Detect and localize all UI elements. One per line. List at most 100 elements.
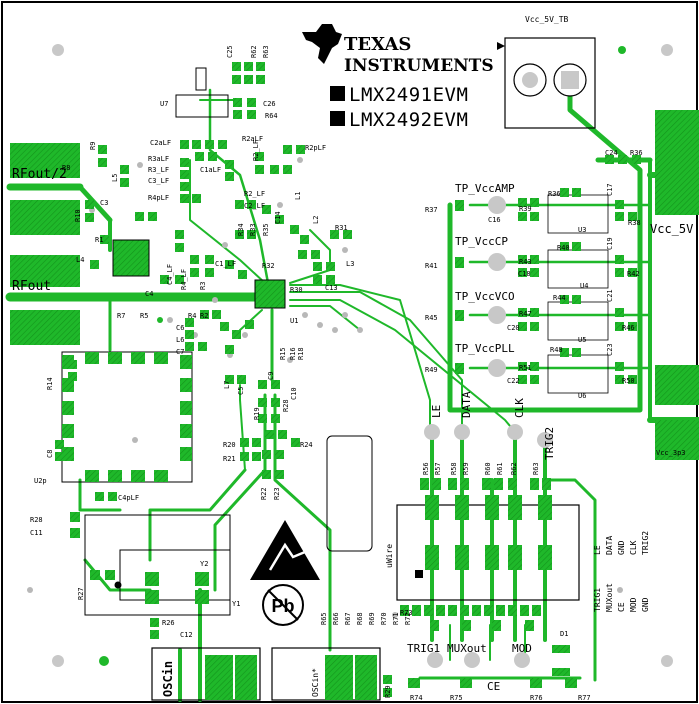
refdes-label: C1aLF <box>200 166 221 174</box>
brand-texas: TEXAS <box>344 34 411 55</box>
uwire-pin-label: CE <box>617 602 626 612</box>
refdes-label: C6 <box>176 324 184 332</box>
traces <box>5 77 699 702</box>
smd-pads <box>55 62 641 697</box>
uwire-pin-label: CLK <box>629 540 638 555</box>
product-title-2: LMX2492EVM <box>349 109 468 131</box>
tp-clk-label: CLK <box>513 398 526 418</box>
refdes-label: C4_LF <box>166 264 174 285</box>
refdes-label: R2_LF <box>244 190 265 198</box>
oscin-label: OSCin <box>161 661 175 697</box>
refdes-label: R24 <box>300 441 313 449</box>
refdes-label: L2 <box>312 216 320 224</box>
refdes-label: R59 <box>462 462 470 475</box>
refdes-label: L5 <box>111 174 119 182</box>
uwire-pin-label: GND <box>617 540 626 555</box>
refdes-label: Y2 <box>200 560 208 568</box>
refdes-label: R64 <box>265 112 278 120</box>
refdes-label: R4_LF <box>180 269 188 290</box>
rfout-label: RFout <box>12 279 51 294</box>
refdes-label: R36 <box>548 190 561 198</box>
vias <box>27 157 623 618</box>
pb-free-icon: Pb <box>262 584 304 626</box>
mounting-holes <box>52 44 673 667</box>
tp-data-label: DATA <box>460 391 473 418</box>
rfout-half-label: RFout/2 <box>12 167 67 182</box>
refdes-label: C24 <box>605 149 618 157</box>
refdes-label: R7 <box>117 312 125 320</box>
refdes-label: R23 <box>273 487 281 500</box>
refdes-label: C3 <box>100 199 108 207</box>
label-area <box>326 435 373 552</box>
refdes-label: R56 <box>422 462 430 475</box>
uwire-pin-label: TRIG1 <box>593 588 602 612</box>
test-points <box>424 196 553 668</box>
refdes-label: R29 <box>384 685 392 698</box>
refdes-label: R31 <box>335 224 348 232</box>
refdes-label: L3 <box>346 260 354 268</box>
refdes-label: R42 <box>627 270 640 278</box>
uwire-connector <box>396 495 580 601</box>
refdes-label: C7 <box>176 348 184 356</box>
refdes-label: R3_LF <box>148 166 169 174</box>
uwire-pin-label: MOD <box>629 597 638 612</box>
refdes-label: R10 <box>74 209 82 222</box>
refdes-label: C23 <box>606 343 614 356</box>
uwire-pin-label: DATA <box>605 536 614 555</box>
refdes-label: R68 <box>356 612 364 625</box>
refdes-label: C25 <box>226 45 234 58</box>
refdes-label: L1 <box>294 192 302 200</box>
refdes-label: R5 <box>140 312 148 320</box>
refdes-label: C5 <box>237 387 245 395</box>
refdes-label: R3 <box>199 282 207 290</box>
refdes-label: L7 <box>223 381 231 389</box>
refdes-label: C21 <box>606 289 614 302</box>
refdes-label: C12 <box>180 631 193 639</box>
refdes-label: R28 <box>30 516 43 524</box>
refdes-label: R3aLF <box>148 155 169 163</box>
u7-chip <box>175 94 229 118</box>
u7-cap <box>195 67 207 91</box>
refdes-label: R45 <box>425 314 438 322</box>
u1-chip <box>254 279 286 309</box>
tp-ce-label: CE <box>487 680 500 693</box>
refdes-label: C26 <box>263 100 276 108</box>
refdes-label: U2p <box>34 477 47 485</box>
refdes-label: R39 <box>519 205 532 213</box>
refdes-label: R4pLF <box>148 194 169 202</box>
refdes-label: R71 <box>392 612 400 625</box>
refdes-label: C4 <box>145 290 153 298</box>
product-title-1: LMX2491EVM <box>349 84 468 106</box>
refdes-label: C20 <box>507 324 520 332</box>
refdes-label: R19 <box>253 407 261 420</box>
power-connector-label: Vcc_5V_TB <box>525 15 569 24</box>
refdes-label: R21 <box>223 455 236 463</box>
refdes-label: R4 <box>188 312 196 320</box>
refdes-label: R15 <box>279 347 287 360</box>
refdes-label: R2_LF <box>252 140 260 161</box>
refdes-label: U5 <box>578 336 586 344</box>
refdes-label: L4 <box>76 256 84 264</box>
refdes-label: R36 <box>630 149 643 157</box>
refdes-label: R27 <box>77 587 85 600</box>
refdes-label: C8 <box>46 450 54 458</box>
refdes-label: R32 <box>262 262 275 270</box>
refdes-label: R35 <box>262 223 270 236</box>
refdes-label: R76 <box>530 694 543 702</box>
refdes-label: C9 <box>267 372 275 380</box>
tp-trig1-label: TRIG1 <box>407 642 440 655</box>
refdes-label: C3_LF <box>148 177 169 185</box>
refdes-label: R33 <box>249 223 257 236</box>
refdes-label: R63 <box>532 462 540 475</box>
uwire-pin-label: LE <box>593 545 602 555</box>
refdes-label: C13 <box>325 284 338 292</box>
refdes-label: R72 <box>404 612 412 625</box>
osc-connectors <box>151 647 381 701</box>
esd-warning-icon <box>250 520 320 580</box>
refdes-label: R75 <box>450 694 463 702</box>
refdes-label: R22 <box>260 487 268 500</box>
refdes-label: R2 <box>200 312 208 320</box>
refdes-label: R43 <box>519 258 532 266</box>
